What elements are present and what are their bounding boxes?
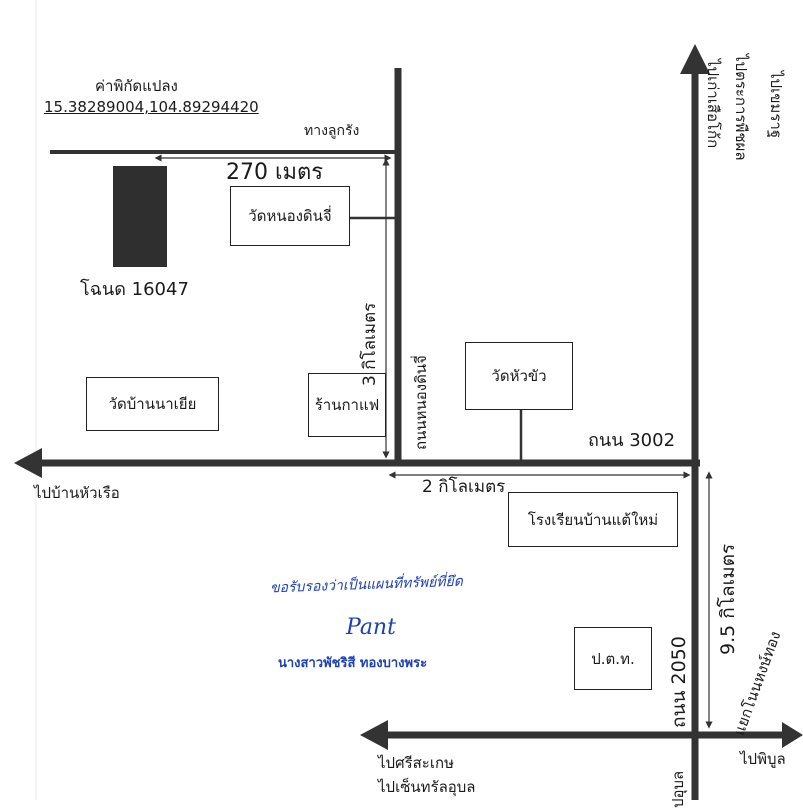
temple-hua-khua: วัดหัวขัว bbox=[465, 342, 573, 410]
southwest-arrow bbox=[360, 720, 388, 750]
plot-label: โฉนด 16047 bbox=[80, 279, 189, 300]
east-arrow bbox=[782, 722, 803, 748]
road-3002-label: ถนน 3002 bbox=[588, 430, 676, 451]
coffee-shop: ร้านกาแฟ bbox=[308, 373, 386, 437]
temple-ban-na-yia: วัดบ้านนาเยีย bbox=[86, 377, 219, 431]
to-north-label-2: ไปตระการพืชผล bbox=[732, 54, 750, 161]
nong-din-chi-road-label: ถนนหนองดินจี่ bbox=[412, 355, 430, 450]
gravel-road-label: ทางลูกรัง bbox=[304, 123, 360, 139]
to-north-label-3: ไปเขมราฐ bbox=[767, 71, 785, 139]
to-sisaket-label: ไปศรีสะเกษ bbox=[378, 754, 454, 772]
to-phibun-label: ไปพิบูล bbox=[740, 750, 786, 768]
signature: Pant bbox=[346, 615, 396, 640]
coord-label: ค่าพิกัดแปลง bbox=[95, 77, 178, 95]
to-south-label: ปอุบล bbox=[669, 770, 687, 808]
to-north-label-1: ไปเก่าเสือโก้ก bbox=[704, 59, 722, 149]
coord-value: 15.38289004,104.89294420 bbox=[44, 98, 259, 116]
distance-2km-label: 2 กิโลเมตร bbox=[422, 477, 506, 497]
school-ban-tae-mai: โรงเรียนบ้านแต้ใหม่ bbox=[508, 492, 678, 547]
distance-9_5km-label: 9.5 กิโลเมตร bbox=[717, 543, 739, 655]
distance-3km-label: 3 กิโลเมตร bbox=[360, 302, 380, 386]
temple-nong-din-chi: วัดหนองดินจี่ bbox=[230, 186, 350, 246]
to-ban-hua-ruea-label: ไปบ้านหัวเรือ bbox=[34, 484, 120, 502]
west-arrow bbox=[14, 448, 42, 478]
signer-name: นางสาวพัชริสี ทองบางพระ bbox=[278, 656, 428, 671]
road-2050-label: ถนน 2050 bbox=[668, 636, 690, 728]
land-parcel bbox=[113, 166, 167, 267]
to-ubon-central-label: ไปเซ็นทรัลอุบล bbox=[378, 778, 476, 796]
post-office: ป.ต.ท. bbox=[574, 627, 652, 690]
north-arrow bbox=[680, 44, 710, 74]
distance-270m-label: 270 เมตร bbox=[226, 160, 324, 185]
